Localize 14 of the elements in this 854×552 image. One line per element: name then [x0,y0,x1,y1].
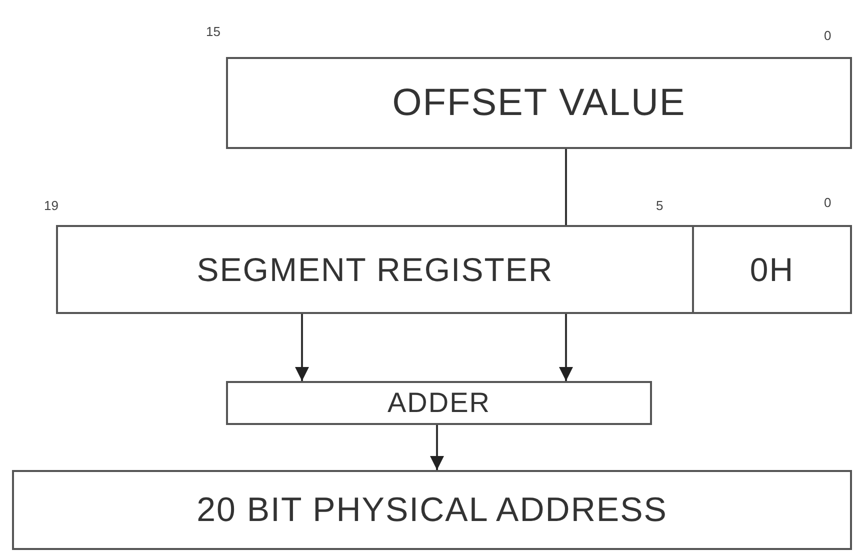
bit-number: 0 [824,195,832,210]
register-box: 20 BIT PHYSICAL ADDRESS [12,470,852,550]
register-box: OFFSET VALUE [226,57,852,149]
arrow [559,314,573,381]
arrow [295,314,309,381]
bit-number: 15 [206,24,220,39]
bit-number: 5 [656,198,664,213]
bit-number: 19 [44,198,58,213]
connector-line [565,149,567,225]
register-cell: 0H [692,225,852,314]
bit-number: 0 [824,28,832,43]
adder-box: ADDER [226,381,652,425]
arrow [430,425,444,470]
register-box: SEGMENT REGISTER [56,225,694,314]
